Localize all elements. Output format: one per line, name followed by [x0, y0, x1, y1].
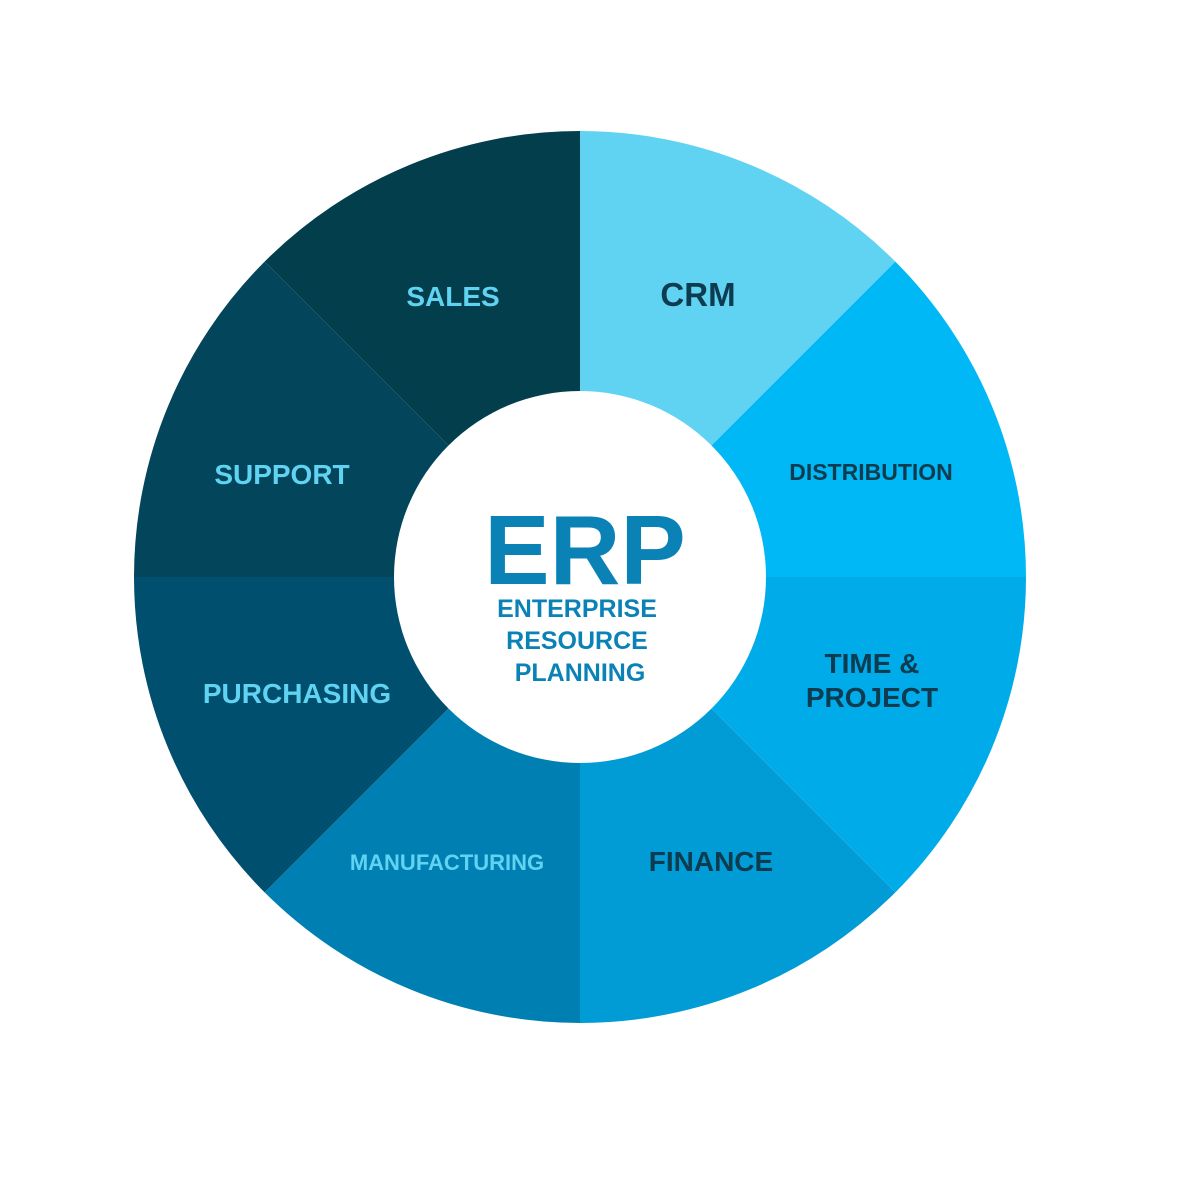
- center-subtitle-line-3: PLANNING: [515, 659, 646, 687]
- wheel-labels: CRM DISTRIBUTION TIME &PROJECT FINANCE MANUF…: [203, 276, 953, 877]
- segment-label-finance: FINANCE: [649, 846, 773, 877]
- segment-label-support: SUPPORT: [214, 459, 349, 490]
- segment-label-time-project-line-2: PROJECT: [806, 682, 938, 713]
- segment-label-crm: CRM: [660, 276, 735, 313]
- segment-label-purchasing: PURCHASING: [203, 678, 391, 709]
- segment-label-sales: SALES: [406, 281, 499, 312]
- center-subtitle-line-1: ENTERPRISE: [497, 595, 657, 623]
- center-subtitle-line-2: RESOURCE: [506, 627, 648, 655]
- segment-label-time-project-line-1: TIME &: [825, 648, 920, 679]
- segment-label-manufacturing: MANUFACTURING: [350, 850, 544, 875]
- center-title: ERP: [484, 495, 686, 605]
- segment-label-distribution: DISTRIBUTION: [789, 459, 953, 485]
- center-circle: [394, 391, 766, 763]
